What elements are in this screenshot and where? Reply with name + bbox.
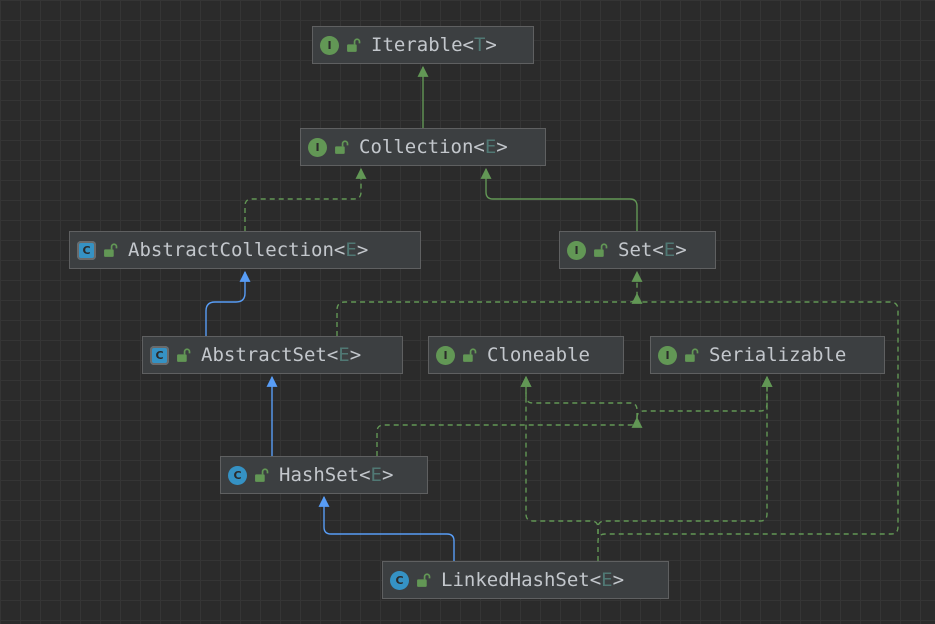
node-set[interactable]: I Set<E>	[559, 231, 716, 269]
node-name: Serializable	[709, 344, 847, 366]
node-cloneable[interactable]: I Cloneable	[428, 336, 624, 374]
interface-icon: I	[658, 345, 677, 365]
interface-icon: I	[436, 345, 455, 365]
node-name: Iterable	[371, 34, 463, 56]
class-icon: C	[390, 570, 409, 590]
edge-abstract-collection-to-collection	[244, 167, 367, 231]
lock-icon	[347, 37, 361, 52]
node-abstract-set[interactable]: C AbstractSet<E>	[142, 336, 403, 374]
node-serializable[interactable]: I Serializable	[650, 336, 885, 374]
node-name: LinkedHashSet	[441, 569, 590, 591]
lock-icon	[685, 347, 699, 362]
edge-hashset-to-set	[376, 416, 643, 456]
type-parameter: T	[473, 34, 486, 56]
lock-icon	[594, 242, 608, 257]
edge-abstract-set-to-abstract-collection	[205, 270, 251, 336]
type-parameter: E	[484, 136, 497, 158]
lock-icon	[104, 242, 118, 257]
node-name: Collection	[359, 136, 474, 158]
type-parameter: E	[345, 239, 357, 261]
edge-abstract-set-to-set	[336, 270, 643, 336]
edge-linked-hashset-to-set	[597, 292, 899, 561]
lock-icon	[177, 347, 191, 362]
interface-icon: I	[320, 35, 339, 55]
type-parameter: E	[663, 239, 676, 261]
interface-icon: I	[567, 240, 586, 260]
edge-linked-hashset-to-cloneable	[520, 375, 599, 534]
lock-icon	[255, 467, 269, 482]
type-parameter: E	[338, 344, 350, 366]
node-linked-hashset[interactable]: C LinkedHashSet<E>	[382, 561, 669, 599]
edge-linked-hashset-to-hashset	[318, 495, 455, 561]
abstract-class-icon: C	[150, 345, 169, 365]
node-name: AbstractSet	[201, 344, 327, 366]
lock-icon	[463, 347, 477, 362]
edge-set-to-collection	[480, 167, 638, 231]
lock-icon	[335, 139, 349, 154]
abstract-class-icon: C	[77, 240, 96, 260]
edge-linked-hashset-to-serializable	[597, 375, 773, 534]
node-abstract-collection[interactable]: C AbstractCollection<E>	[69, 231, 421, 269]
node-name: Set	[618, 239, 653, 261]
type-parameter: E	[370, 464, 382, 486]
type-parameter: E	[601, 569, 613, 591]
edge-hashset-to-cloneable	[520, 375, 638, 418]
node-hashset[interactable]: C HashSet<E>	[220, 456, 428, 494]
node-iterable[interactable]: I Iterable<T>	[312, 26, 534, 64]
edge-hashset-to-serializable	[636, 375, 773, 419]
node-name: AbstractCollection	[128, 239, 334, 261]
node-name: HashSet	[279, 464, 360, 486]
node-name: Cloneable	[487, 344, 590, 366]
node-collection[interactable]: I Collection<E>	[300, 128, 546, 166]
class-icon: C	[228, 465, 247, 485]
lock-icon	[417, 572, 431, 587]
interface-icon: I	[308, 137, 327, 157]
